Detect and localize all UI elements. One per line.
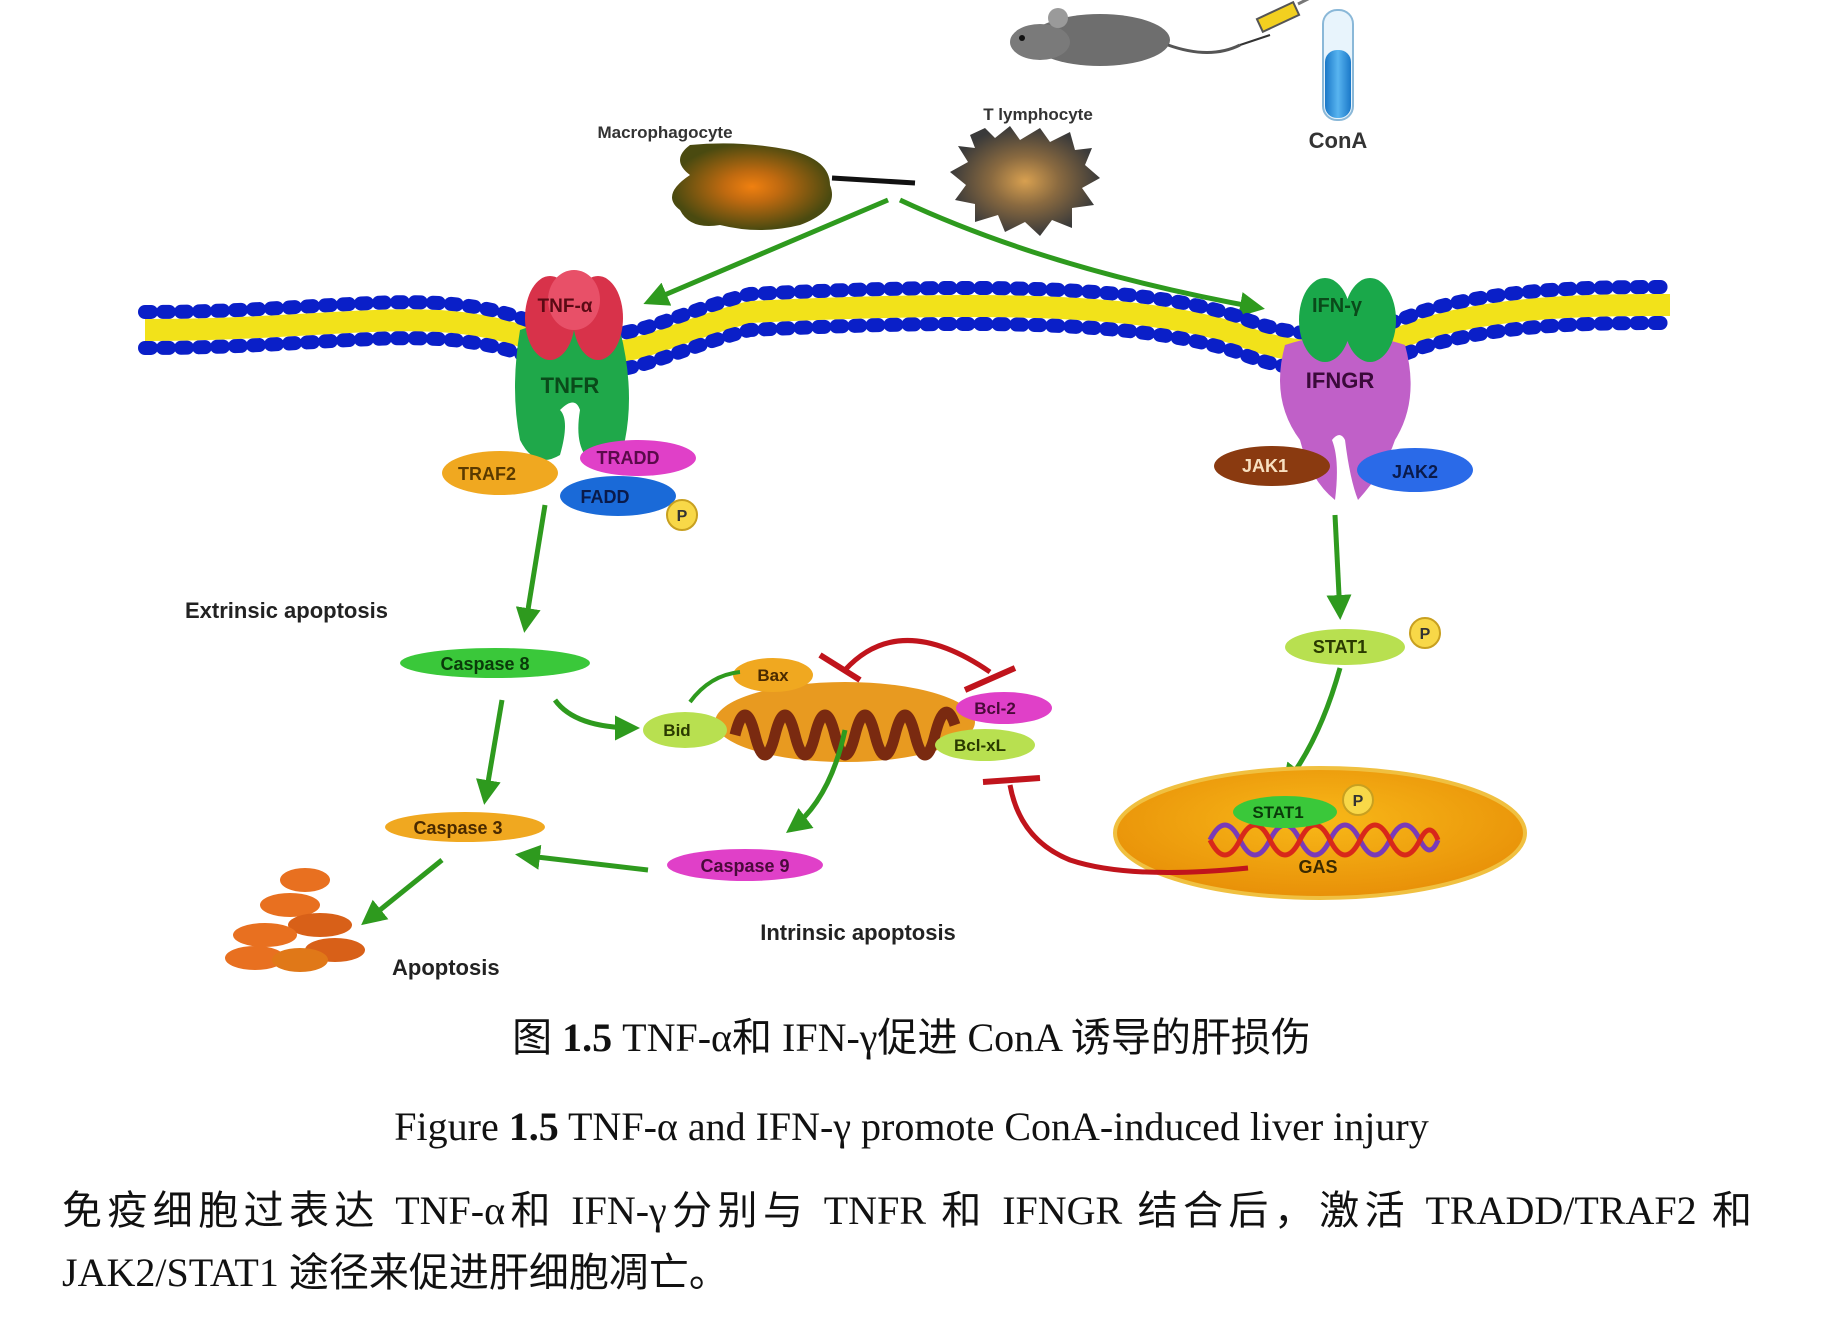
macrophage-cell: [672, 143, 832, 230]
fadd-phospho-label: P: [677, 508, 688, 525]
tnfr-label: TNFR: [541, 373, 600, 398]
caption-cn-text: TNF-α和 IFN-γ促进 ConA 诱导的肝损伤: [612, 1015, 1311, 1060]
cona-label: ConA: [1309, 128, 1368, 153]
stat1-label: STAT1: [1313, 637, 1367, 657]
arrow-to-caspase8: [515, 504, 548, 633]
nuclear-stat1-label: STAT1: [1252, 803, 1303, 822]
jak1-label: JAK1: [1242, 456, 1288, 476]
arrow-to-ifn: [898, 197, 1265, 317]
arrow-to-apoptosis: [361, 858, 444, 926]
tradd-protein: [580, 440, 696, 476]
body-paragraph: 免疫细胞过表达 TNF-α和 IFN-γ分别与 TNFR 和 IFNGR 结合后…: [62, 1188, 1752, 1295]
ifngr-label: IFNGR: [1306, 368, 1375, 393]
nucleus: [1113, 766, 1527, 900]
caption-en-text: TNF-α and IFN-γ promote ConA-induced liv…: [558, 1104, 1429, 1149]
tnf-alpha-ligand: [525, 270, 623, 360]
phospho-icon: [666, 499, 698, 531]
arrow-mito-to-caspase9: [786, 729, 848, 834]
gas-label: GAS: [1298, 857, 1337, 877]
mouse-icon: [1010, 8, 1271, 66]
jak2-label: JAK2: [1392, 462, 1438, 482]
caption-en-prefix: Figure: [394, 1104, 509, 1149]
bcl2-protein: [956, 692, 1052, 724]
inhibition-gas-bclxl: [1007, 784, 1249, 875]
pathway-diagram: ConA Macrophagocyte T lymphocyte TNFR TN…: [138, 0, 1677, 980]
caption-en-number: 1.5: [508, 1104, 559, 1149]
stat1-phospho-label: P: [1420, 626, 1431, 643]
figure-caption-english: Figure 1.5 TNF-α and IFN-γ promote ConA-…: [0, 1103, 1823, 1150]
arrow-caspase9-to-caspase3: [515, 844, 649, 873]
arrow-caspase8-to-caspase3: [476, 699, 505, 805]
figure-caption-chinese: 图 1.5 TNF-α和 IFN-γ促进 ConA 诱导的肝损伤: [0, 1005, 1823, 1063]
bid-protein: [643, 712, 727, 748]
caspase3-label: Caspase 3: [413, 818, 502, 838]
bcl2-label: Bcl-2: [974, 699, 1016, 718]
traf2-protein: [442, 451, 558, 495]
cell-contact-line: [831, 175, 916, 186]
syringe-icon: [1255, 0, 1310, 34]
stat1-protein: [1285, 629, 1405, 665]
intrinsic-apoptosis-label: Intrinsic apoptosis: [760, 920, 956, 945]
fadd-protein: [560, 476, 676, 516]
ifn-gamma-label: IFN-γ: [1312, 295, 1363, 317]
bid-label: Bid: [663, 721, 690, 740]
inhibition-bar-bcl2: [963, 665, 1017, 693]
nuclear-stat1-protein: [1233, 796, 1337, 828]
arrow-caspase8-to-bid: [552, 698, 640, 741]
inhibition-bar-bclxl: [982, 775, 1041, 785]
dna-helix-icon: [1207, 822, 1441, 858]
traf2-label: TRAF2: [458, 464, 516, 484]
nuclear-phospho-label: P: [1353, 793, 1364, 810]
caption-cn-number: 1.5: [562, 1015, 613, 1060]
caspase3-protein: [385, 812, 545, 842]
inhibition-bar-bax: [818, 652, 862, 683]
arrow-bid-to-bax: [688, 670, 741, 704]
jak2-protein: [1357, 448, 1473, 492]
caption-cn-prefix: 图: [512, 1015, 563, 1060]
arrow-to-tnf: [643, 197, 889, 306]
test-tube-icon: [1322, 9, 1354, 121]
tnf-alpha-label: TNF-α: [538, 296, 593, 317]
ifn-gamma-ligand: [1299, 278, 1396, 362]
tradd-label: TRADD: [597, 448, 660, 468]
fadd-label: FADD: [581, 487, 630, 507]
bax-label: Bax: [757, 666, 789, 685]
phospho-icon: [1342, 784, 1374, 816]
caspase9-protein: [667, 849, 823, 881]
apoptosis-label: Apoptosis: [392, 955, 500, 980]
extrinsic-apoptosis-label: Extrinsic apoptosis: [185, 598, 388, 623]
mitochondrion-icon: [715, 682, 975, 762]
phospho-icon: [1409, 617, 1441, 649]
bax-protein: [733, 658, 813, 692]
inhibition-bcl2-bax: [843, 638, 992, 675]
t-lymphocyte-label: T lymphocyte: [983, 105, 1093, 124]
jak1-protein: [1214, 446, 1330, 486]
bclxl-protein: [935, 729, 1035, 761]
caspase8-protein: [400, 648, 590, 678]
t-lymphocyte-cell: [950, 126, 1100, 236]
caspase8-label: Caspase 8: [440, 654, 529, 674]
arrow-to-stat1: [1326, 514, 1352, 620]
macrophage-label: Macrophagocyte: [597, 123, 732, 142]
caspase9-label: Caspase 9: [700, 856, 789, 876]
apoptotic-cells-icon: [225, 868, 365, 972]
cell-membrane: [138, 280, 1677, 379]
bclxl-label: Bcl-xL: [954, 736, 1006, 755]
